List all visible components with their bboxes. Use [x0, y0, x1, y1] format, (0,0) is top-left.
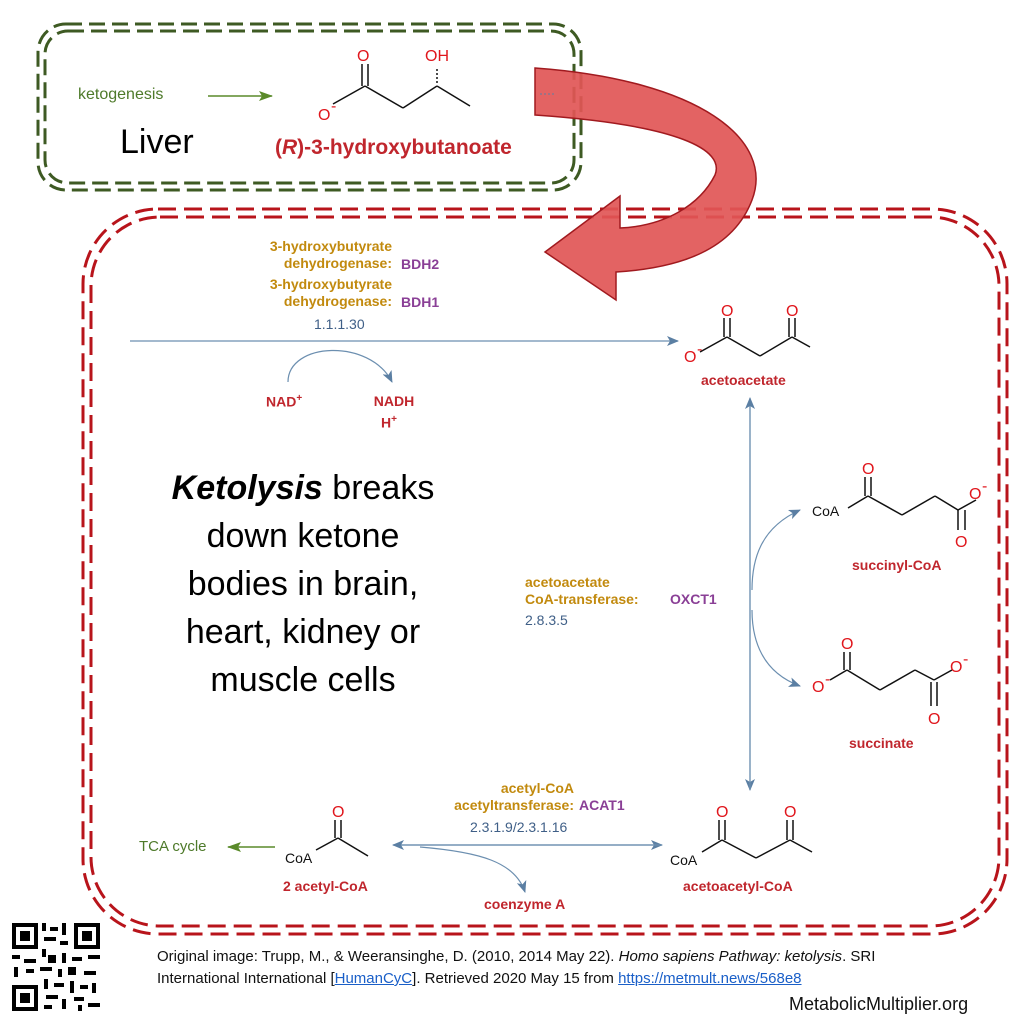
bdh2-gene: BDH2: [401, 256, 440, 272]
citation-part1: Original image: Trupp, M., & Weeransingh…: [157, 948, 619, 965]
atom-coa: CoA: [285, 850, 313, 866]
atom-o: O: [721, 303, 733, 320]
atom-o: O: [716, 804, 728, 821]
enzyme-line: 3-hydroxybutyrate: [269, 276, 392, 292]
atom-minus: -: [697, 341, 702, 358]
succinate-structure: [829, 652, 953, 706]
atom-o-minus: O: [950, 659, 962, 676]
coenzyme-a-curve: [419, 846, 527, 893]
acetyl-coa-label: 2 acetyl-CoA: [283, 878, 368, 894]
coenzyme-a-label: coenzyme A: [484, 896, 566, 912]
headline-line3: bodies in brain,: [187, 565, 419, 603]
citation-title: Homo sapiens Pathway: ketolysis: [618, 948, 843, 965]
atom-coa: CoA: [670, 852, 698, 868]
atom-minus: -: [331, 98, 336, 115]
atom-o: O: [784, 804, 796, 821]
atom-minus: -: [963, 651, 968, 668]
acetyl-coa-structure: [315, 820, 369, 857]
oxct1-enzyme: acetoacetate CoA-transferase:: [525, 574, 639, 608]
site-name: MetabolicMultiplier.org: [789, 994, 969, 1014]
atom-o-minus: O: [318, 107, 330, 124]
ec-2-3-1-9: 2.3.1.9/2.3.1.16: [470, 819, 568, 835]
headline-line4: heart, kidney or: [185, 613, 421, 651]
headline-line5: muscle cells: [210, 661, 396, 699]
acetoacetyl-coa-label: acetoacetyl-CoA: [683, 878, 793, 894]
atom-o-minus: O: [812, 679, 824, 696]
enzyme-line: acetoacetate: [525, 574, 610, 590]
enzyme-line: CoA-transferase:: [525, 591, 639, 607]
atom-o-minus: O: [969, 486, 981, 503]
transport-arrow: [534, 67, 757, 302]
acetoacetyl-coa-structure: [701, 820, 813, 859]
humancyc-link[interactable]: HumanCyC: [334, 970, 413, 987]
qr-code: [12, 923, 100, 1011]
h-plus: H+: [381, 414, 397, 431]
headline-rest: breaks: [322, 469, 435, 507]
citation-line2-mid: ]. Retrieved 2020 May 15 from: [412, 970, 619, 987]
headline-line2: down ketone: [206, 517, 400, 555]
acat1-gene: ACAT1: [579, 797, 625, 813]
cell-boundary: [81, 207, 1009, 936]
acetoacetate-structure: [699, 318, 811, 357]
liver-label: Liver: [120, 123, 194, 161]
bdh2-enzyme: 3-hydroxybutyrate dehydrogenase:: [242, 238, 392, 272]
succinyl-coa-structure: [847, 477, 977, 530]
h-text: H: [381, 414, 392, 431]
compound-prefix: (: [275, 136, 282, 159]
headline-bold: Ketolysis: [171, 469, 323, 507]
atom-minus: -: [982, 478, 987, 495]
acetoacetate-label: acetoacetate: [701, 372, 786, 388]
bdh1-gene: BDH1: [401, 294, 440, 310]
atom-o: O: [955, 534, 967, 551]
oxct1-curve-up: [751, 509, 801, 591]
enzyme-line: acetyl-CoA: [500, 780, 574, 796]
atom-o: O: [928, 711, 940, 728]
compound-r: R: [282, 136, 298, 159]
atom-oh: OH: [425, 48, 449, 65]
oxct1-curve-down: [751, 609, 801, 687]
source-url-link[interactable]: https://metmult.news/568e8: [618, 970, 802, 987]
ketolysis-headline: Ketolysis breaks down ketone bodies in b…: [140, 464, 466, 704]
citation-line1: Original image: Trupp, M., & Weeransingh…: [157, 946, 1017, 968]
bdh1-enzyme: 3-hydroxybutyrate dehydrogenase:: [242, 276, 392, 310]
atom-o-minus: O: [684, 349, 696, 366]
atom-minus: -: [825, 671, 830, 688]
enzyme-line: dehydrogenase:: [283, 293, 392, 309]
atom-o: O: [841, 636, 853, 653]
atom-o: O: [357, 48, 369, 65]
acat1-enzyme: acetyl-CoA acetyltransferase:: [424, 780, 574, 814]
nad-sup: +: [296, 393, 303, 404]
atom-o: O: [332, 804, 344, 821]
ketogenesis-label: ketogenesis: [78, 86, 164, 103]
hydroxybutanoate-structure: [332, 64, 471, 109]
succinate-label: succinate: [849, 735, 914, 751]
nad-text: NAD: [266, 393, 297, 410]
enzyme-line: 3-hydroxybutyrate: [269, 238, 392, 254]
liver-boundary: [36, 22, 583, 192]
cofactor-curve: [287, 349, 393, 383]
citation-line2: International International [HumanCyC]. …: [157, 968, 1017, 990]
compound-suffix: )-3-hydroxybutanoate: [297, 136, 512, 159]
ec-1-1-1-30: 1.1.1.30: [314, 316, 365, 332]
citation: Original image: Trupp, M., & Weeransingh…: [157, 946, 1017, 990]
oxct1-gene: OXCT1: [670, 591, 717, 607]
headline-line1: Ketolysis breaks: [140, 464, 466, 512]
atom-coa: CoA: [812, 503, 840, 519]
succinyl-coa-label: succinyl-CoA: [852, 557, 942, 573]
nadh: NADH: [373, 393, 415, 409]
atom-o: O: [862, 461, 874, 478]
ec-2-8-3-5: 2.8.3.5: [525, 612, 568, 628]
enzyme-line: acetyltransferase:: [454, 797, 574, 813]
enzyme-line: dehydrogenase:: [283, 255, 392, 271]
nad-plus: NAD+: [266, 393, 302, 410]
h-sup: +: [391, 414, 397, 425]
citation-line2-start: International International [: [157, 970, 335, 987]
hydroxybutanoate-label: (R)-3-hydroxybutanoate: [275, 136, 512, 160]
tca-cycle-label: TCA cycle: [139, 838, 207, 855]
citation-part2: . SRI: [842, 948, 876, 965]
atom-o: O: [786, 303, 798, 320]
